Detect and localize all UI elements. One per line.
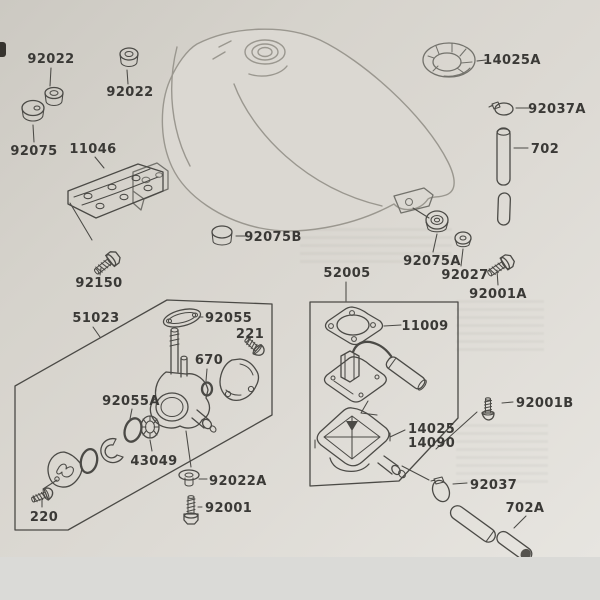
part-702A-tube-1 <box>449 505 496 543</box>
leader-line <box>99 267 102 276</box>
bowl-outlet-nozzle <box>377 455 406 479</box>
leader-line <box>383 324 402 327</box>
part-92037A-clamp <box>488 101 514 116</box>
part-92037-clamp <box>430 476 451 503</box>
part-label-92075B: 92075B <box>244 230 302 245</box>
part-11046-bracket <box>67 163 164 219</box>
part-92022-washer-2 <box>119 47 139 67</box>
leader-line <box>129 408 133 420</box>
part-label-14025: 14025 <box>408 422 455 437</box>
part-92001B-screw <box>481 397 495 421</box>
part-702-fuel-tube <box>496 127 511 226</box>
part-lever-cover-plate <box>47 451 83 488</box>
part-diaphragm-cover <box>219 358 260 402</box>
part-92075A-grommet <box>425 210 449 233</box>
part-petcock-body <box>149 327 217 433</box>
tank-rear-bracket <box>393 187 434 214</box>
part-43049-knob <box>140 415 160 439</box>
leader-line <box>452 482 468 485</box>
part-92022A-washer <box>178 469 200 487</box>
part-label-14025A: 14025A <box>483 53 541 68</box>
part-92055-gasket <box>162 308 202 328</box>
leader-line <box>412 207 430 219</box>
petcock-outlet <box>191 409 217 433</box>
part-label-92037A: 92037A <box>528 102 586 117</box>
part-label-92027: 92027 <box>441 268 488 283</box>
bleedthrough-artifact <box>456 300 544 356</box>
leader-line <box>501 401 514 404</box>
binding-mark <box>0 42 6 57</box>
part-label-43049: 43049 <box>130 454 177 469</box>
fuel-tank <box>132 28 455 232</box>
part-tap-lever <box>100 437 124 464</box>
part-92075-collar <box>21 99 45 122</box>
part-label-702A: 702A <box>506 501 545 516</box>
leader-line <box>126 69 129 85</box>
part-label-670: 670 <box>195 353 223 368</box>
part-lever-oring <box>79 447 99 475</box>
part-92022-washer-1 <box>44 86 64 106</box>
leader-line <box>149 439 153 452</box>
leader-line <box>476 59 487 62</box>
part-92001-bolt <box>183 494 199 525</box>
part-92055A-oring <box>123 417 143 443</box>
leader-line <box>32 124 35 143</box>
leader-line <box>185 430 192 468</box>
scan-edge-margin <box>0 557 600 600</box>
fuel-gauge-assembly-box <box>309 301 459 487</box>
part-11009-gasket <box>324 306 384 346</box>
part-92150-bolt <box>90 248 123 279</box>
bleedthrough-artifact <box>300 228 452 264</box>
part-label-11046: 11046 <box>69 142 116 157</box>
leader-line <box>94 156 105 169</box>
part-label-220: 220 <box>30 510 58 525</box>
leader-line <box>401 465 430 481</box>
assembly-boxes <box>14 299 459 531</box>
part-92001A-bolt <box>484 252 517 281</box>
part-labels: 92022 92022 92075 11046 92150 92075B 14025A 920… <box>10 52 585 525</box>
leader-line <box>205 368 208 382</box>
leader-line <box>460 248 464 267</box>
part-label-92022: 92022 <box>106 85 153 100</box>
part-label-92022: 92022 <box>27 52 74 67</box>
part-label-92150: 92150 <box>75 276 122 291</box>
part-92027-collar <box>454 231 472 248</box>
part-label-221: 221 <box>236 327 264 342</box>
leader-line <box>49 67 52 87</box>
leader-line <box>513 515 527 529</box>
part-label-11009: 11009 <box>401 319 448 334</box>
part-92075B-damper <box>211 225 233 246</box>
part-14025A-cap-ring <box>422 42 476 78</box>
part-label-92022A: 92022A <box>209 474 267 489</box>
part-14025-float-bowl <box>314 407 406 479</box>
part-label-92001: 92001 <box>205 501 252 516</box>
leader-line <box>432 233 438 253</box>
leader-line <box>496 269 499 286</box>
bleedthrough-artifact <box>456 424 548 488</box>
part-label-92037: 92037 <box>470 478 517 493</box>
part-label-92055A: 92055A <box>102 394 160 409</box>
leader-line <box>42 479 58 490</box>
leader-lines <box>32 59 530 529</box>
leader-line <box>435 411 478 450</box>
leader-line <box>389 429 406 438</box>
tank-filler-neck <box>212 39 288 77</box>
fuel-tap-assembly-box <box>14 299 273 531</box>
part-label-14090: 14090 <box>408 436 455 451</box>
scanned-page: 92022 92022 92075 11046 92150 92075B 14025A 920… <box>0 0 600 562</box>
part-label-51023: 51023 <box>72 311 119 326</box>
part-fuel-gauge-sender <box>323 340 427 416</box>
part-label-92055: 92055 <box>205 311 252 326</box>
leader-line <box>69 202 93 241</box>
part-label-92001B: 92001B <box>516 396 574 411</box>
part-label-92075A: 92075A <box>403 254 461 269</box>
leader-line <box>92 326 101 338</box>
part-label-702: 702 <box>531 142 559 157</box>
part-label-92075: 92075 <box>10 144 57 159</box>
part-label-52005: 52005 <box>323 266 370 281</box>
part-label-92001A: 92001A <box>469 287 527 302</box>
sender-float <box>385 356 427 391</box>
